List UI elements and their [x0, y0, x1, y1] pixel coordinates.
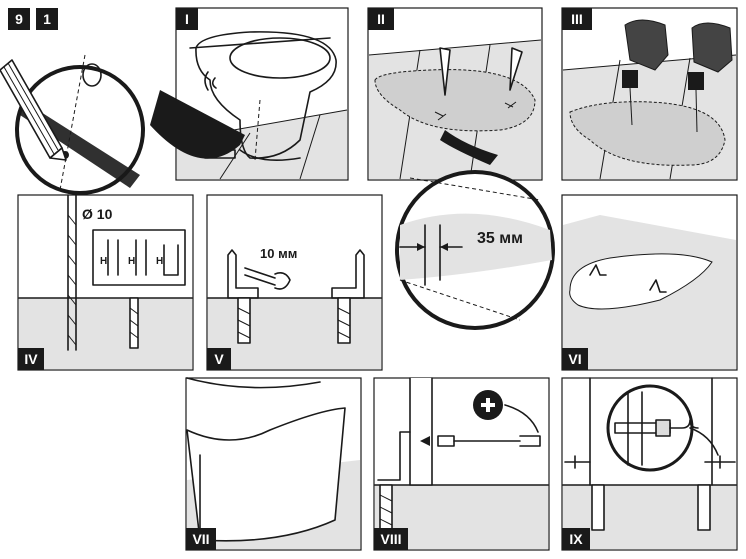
detail-magnifier-drilling-mark [15, 54, 145, 195]
svg-text:VIII: VIII [380, 531, 401, 547]
pencil-icon [0, 59, 67, 161]
svg-text:H: H [100, 256, 107, 267]
panel-7 [185, 377, 362, 551]
svg-text:IX: IX [569, 531, 583, 547]
svg-text:IV: IV [24, 351, 38, 367]
panel-5: 10 мм [206, 194, 383, 371]
screwdriver-badge [473, 390, 539, 433]
panel-2-label: II [368, 8, 394, 30]
callout-arrow [440, 130, 498, 165]
svg-text:II: II [377, 11, 385, 27]
figure-number-badge: 9 [8, 8, 30, 30]
panel-7-label: VII [186, 528, 216, 550]
screw-icon [437, 435, 541, 447]
anchor-comparison-icons: H H H [100, 239, 179, 276]
distance-callout-magnifier: 35 мм [395, 170, 555, 330]
panel-5-label: V [207, 348, 231, 370]
svg-text:V: V [214, 351, 224, 367]
svg-text:9: 9 [15, 11, 23, 27]
magnifier-connector [150, 90, 245, 159]
wrench-size-label: 10 мм [260, 246, 297, 261]
panel-8-label: VIII [374, 528, 408, 550]
svg-text:H: H [156, 256, 163, 267]
svg-text:VII: VII [192, 531, 209, 547]
panel-4: Ø 10 H H H [17, 194, 194, 371]
drill-diameter-label: Ø 10 [82, 206, 113, 222]
insert-arrow [420, 436, 430, 446]
panel-2 [367, 7, 543, 181]
svg-text:III: III [571, 11, 583, 27]
panel-6 [561, 194, 738, 371]
drill-icon [622, 19, 733, 133]
panel-6-label: VI [562, 348, 588, 370]
panel-1-label: I [176, 8, 198, 30]
panel-4-label: IV [18, 348, 44, 370]
distance-label: 35 мм [477, 230, 523, 247]
svg-text:1: 1 [43, 11, 51, 27]
panel-3-label: III [562, 8, 592, 30]
bolt-detail-magnifier [606, 384, 719, 472]
wrench-icon [244, 267, 291, 290]
svg-text:VI: VI [568, 351, 581, 367]
panel-9-label: IX [562, 528, 590, 550]
svg-text:I: I [185, 11, 189, 27]
svg-text:H: H [128, 256, 135, 267]
step-number-badge: 1 [36, 8, 58, 30]
panel-8 [373, 377, 550, 551]
